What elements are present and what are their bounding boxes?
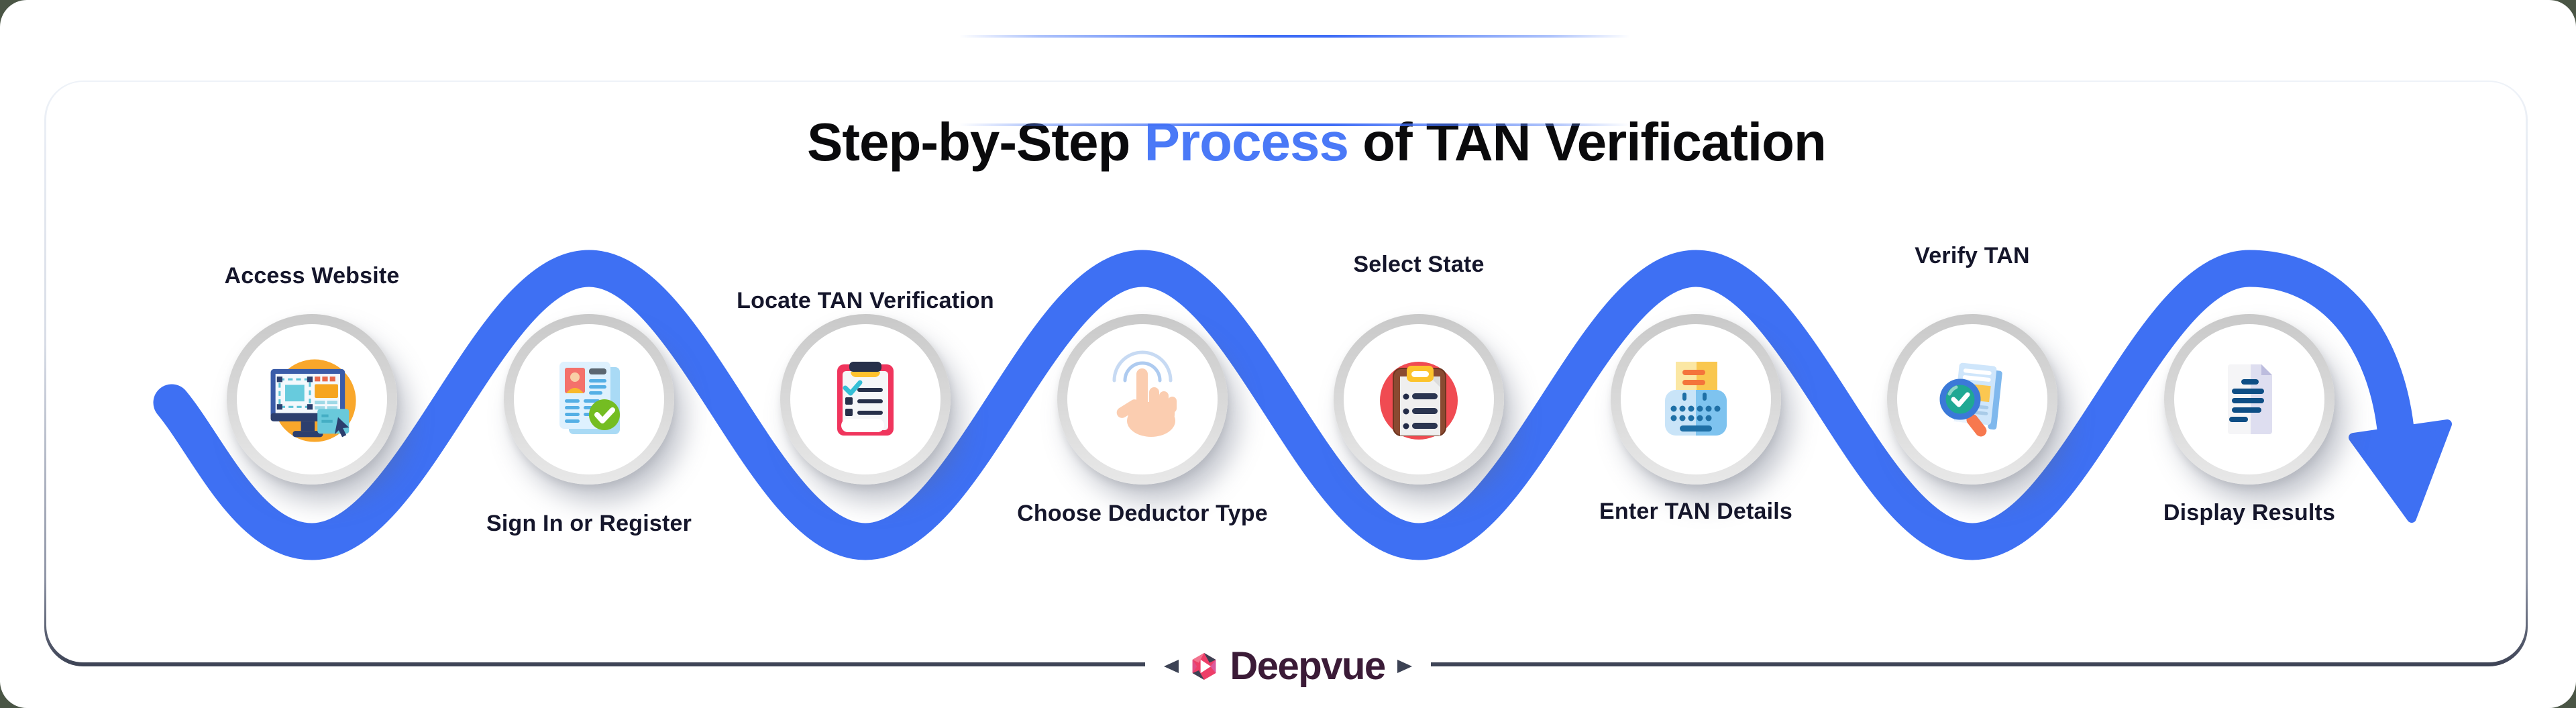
step-circle-verify-tan <box>1887 314 2057 485</box>
title-highlight: Process <box>1144 112 1349 172</box>
step-circle-enter-tan <box>1611 314 1781 485</box>
tap-hand-icon <box>1112 350 1177 437</box>
typewriter-keyboard-icon <box>1665 362 1727 436</box>
wave-arrowhead-icon <box>2349 419 2452 523</box>
step-label-locate-tan: Locate TAN Verification <box>737 288 994 313</box>
title-suffix: of TAN Verification <box>1348 112 1827 172</box>
step-label-select-state: Select State <box>1353 252 1485 277</box>
step-circle-deductor-type <box>1057 314 1228 485</box>
monitor-website-icon <box>270 359 356 442</box>
results-document-icon <box>2228 364 2272 434</box>
left-triangle-icon <box>1164 660 1179 673</box>
right-triangle-icon <box>1397 660 1412 673</box>
magnifier-book-icon <box>1939 362 2002 437</box>
step-label-verify-tan: Verify TAN <box>1915 243 2030 268</box>
step-label-display-results: Display Results <box>2163 500 2336 525</box>
clipboard-checklist-icon <box>837 362 894 436</box>
step-label-enter-tan: Enter TAN Details <box>1599 499 1793 524</box>
state-list-clipboard-icon <box>1380 362 1458 440</box>
deepvue-logo-icon <box>1193 653 1216 680</box>
step-circle-access-website <box>227 314 397 485</box>
step-label-access-website: Access Website <box>224 263 400 289</box>
step-label-deductor-type: Choose Deductor Type <box>1017 501 1268 526</box>
title-prefix: Step-by-Step <box>807 112 1144 172</box>
register-document-icon <box>559 362 620 434</box>
step-circle-display-results <box>2164 314 2334 485</box>
page-title: Step-by-Step Process of TAN Verification <box>0 47 2576 238</box>
step-circle-sign-in <box>504 314 674 485</box>
step-circle-select-state <box>1334 314 1504 485</box>
title-divider-bottom <box>959 123 1630 126</box>
step-circle-locate-tan <box>780 314 951 485</box>
title-divider-top <box>959 35 1630 38</box>
step-label-sign-in: Sign In or Register <box>486 511 692 536</box>
brand-footer: Deepvue <box>0 641 2576 692</box>
brand-wordmark: Deepvue <box>1230 644 1386 688</box>
